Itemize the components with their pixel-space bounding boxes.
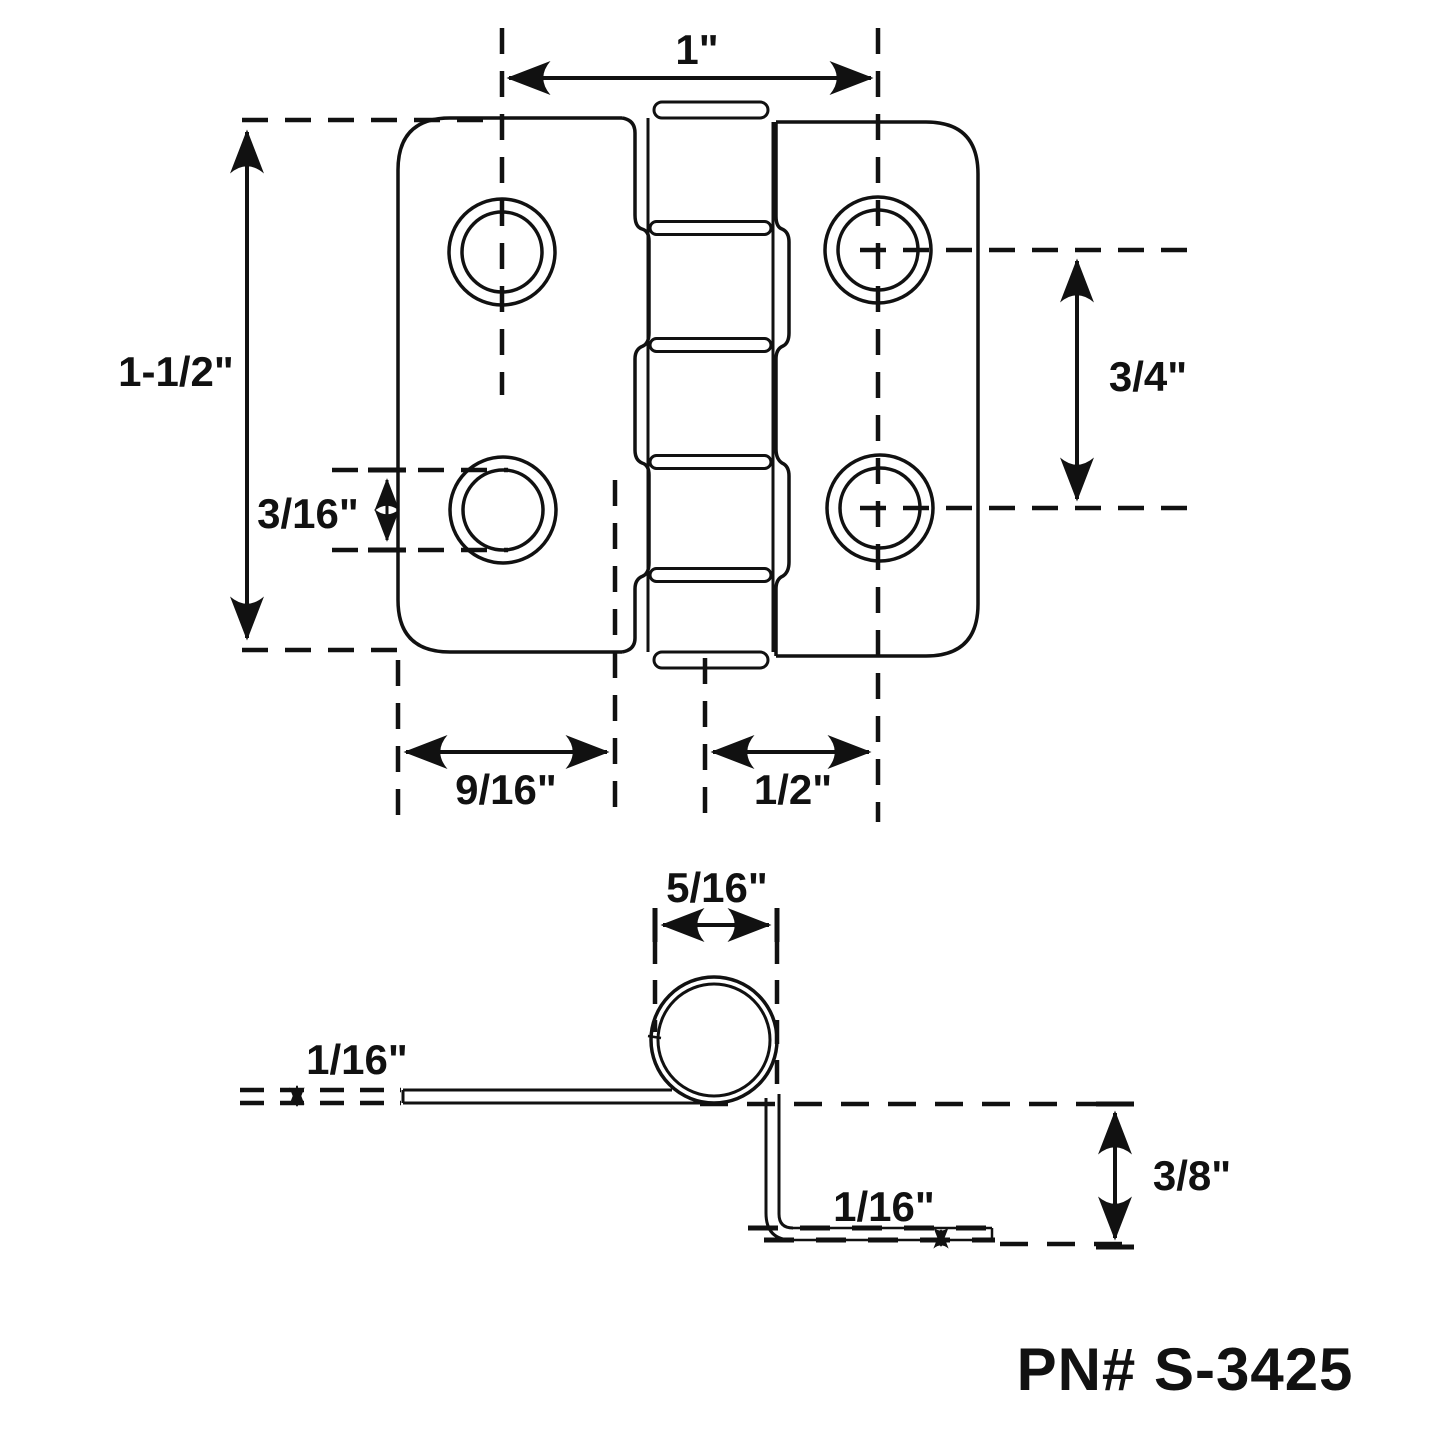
right-leaf-knuckle-edge xyxy=(774,122,791,656)
knuckle-slot xyxy=(648,337,773,353)
barrel-inner-circle xyxy=(656,982,772,1098)
pin-cap-top xyxy=(652,100,770,120)
curl-end-tick xyxy=(647,1034,662,1040)
pin-cap-bottom xyxy=(652,650,770,670)
knuckle-slot xyxy=(648,567,773,583)
left-leaf-knuckle-edge xyxy=(621,116,651,654)
dim-label-3-4in: 3/4" xyxy=(1109,353,1187,400)
knuckle-slot xyxy=(648,220,773,236)
web-bend-inner xyxy=(777,1213,794,1230)
front-view: 1" 1-1/2" 3/4" 3/16" 9/16" 1/2" xyxy=(118,26,1198,822)
dim-label-1-16in-upper: 1/16" xyxy=(306,1036,408,1083)
right-leaf-outline xyxy=(776,120,980,658)
dim-label-1in: 1" xyxy=(675,26,718,73)
part-number-label: PN# S-3425 xyxy=(1017,1336,1354,1403)
dim-label-3-16in: 3/16" xyxy=(257,490,359,537)
dim-label-1-2in: 1/2" xyxy=(754,766,832,813)
knuckle-slot xyxy=(648,454,773,470)
screw-hole-bottom-left xyxy=(448,455,558,565)
dim-label-1-16in-lower: 1/16" xyxy=(833,1183,935,1230)
dim-label-1-1-2in: 1-1/2" xyxy=(118,348,234,395)
dim-label-9-16in: 9/16" xyxy=(455,766,557,813)
barrel-outer-circle xyxy=(649,975,779,1105)
dim-label-3-8in: 3/8" xyxy=(1153,1152,1231,1199)
side-view: 5/16" 1/16" 3/8" 1/16" xyxy=(240,864,1231,1250)
dim-label-5-16in: 5/16" xyxy=(666,864,768,911)
